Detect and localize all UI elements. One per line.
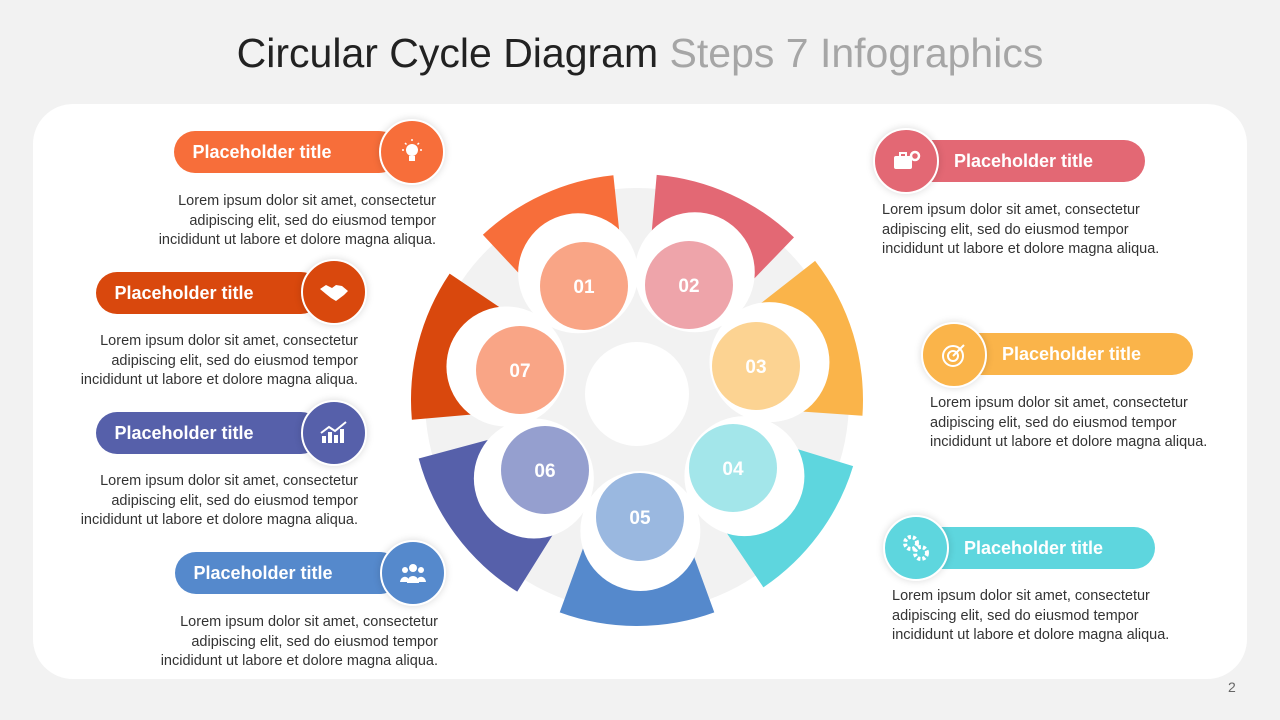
step-number: 07: [509, 361, 530, 382]
diagram-center: [585, 342, 689, 446]
step-title-pill: Placeholder title: [916, 527, 1155, 569]
step-description: Lorem ipsum dolor sit amet, consectetur a…: [38, 332, 358, 391]
description-line: adipiscing elit, sed do eiusmod tempor: [111, 352, 358, 369]
team-icon: [380, 540, 446, 606]
chart-growth-icon: [301, 400, 367, 466]
description-line: adipiscing elit, sed do eiusmod tempor: [189, 212, 436, 229]
step-number: 05: [629, 508, 651, 529]
target-icon: [921, 322, 987, 388]
step-title-pill: Placeholder title: [175, 552, 401, 594]
step-number-badge: [501, 426, 589, 514]
step-number: 06: [534, 461, 555, 482]
description-line: Lorem ipsum dolor sit amet, consectetur: [100, 473, 358, 489]
step-description: Lorem ipsum dolor sit amet, consectetur a…: [892, 587, 1212, 646]
description-line: incididunt ut labore et dolore magna ali…: [80, 372, 358, 388]
step-description: Lorem ipsum dolor sit amet, consectetur a…: [930, 394, 1250, 453]
description-line: adipiscing elit, sed do eiusmod tempor: [111, 492, 358, 509]
description-line: adipiscing elit, sed do eiusmod tempor: [930, 414, 1177, 431]
title-main: Circular Cycle Diagram: [236, 30, 659, 76]
description-line: incididunt ut labore et dolore magna ali…: [80, 512, 358, 528]
step-title-pill: Placeholder title: [906, 140, 1145, 182]
step-number-badge: [540, 242, 628, 330]
step-description: Lorem ipsum dolor sit amet, consectetur a…: [118, 613, 438, 672]
step-title: Placeholder title: [1002, 344, 1142, 364]
step-number-badge: [645, 241, 733, 329]
step-number: 04: [722, 459, 744, 480]
step-title: Placeholder title: [964, 538, 1104, 558]
description-line: incididunt ut labore et dolore magna ali…: [160, 653, 438, 669]
step-number-badge: [476, 326, 564, 414]
description-line: Lorem ipsum dolor sit amet, consectetur: [100, 333, 358, 349]
step-title: Placeholder title: [114, 283, 254, 303]
step-number-badge: [712, 322, 800, 410]
description-line: adipiscing elit, sed do eiusmod tempor: [882, 221, 1129, 238]
step-number: 02: [678, 276, 699, 297]
step-title: Placeholder title: [114, 423, 254, 443]
description-line: incididunt ut labore et dolore magna ali…: [158, 232, 436, 248]
description-line: Lorem ipsum dolor sit amet, consectetur: [178, 193, 436, 209]
briefcase-gear-icon: [873, 128, 939, 194]
step-number-badge: [689, 424, 777, 512]
step-number-badge: [596, 473, 684, 561]
description-line: incididunt ut labore et dolore magna ali…: [892, 627, 1170, 643]
description-line: incididunt ut labore et dolore magna ali…: [930, 434, 1208, 450]
description-line: incididunt ut labore et dolore magna ali…: [882, 241, 1160, 257]
step-number: 01: [573, 277, 595, 298]
step-title: Placeholder title: [192, 142, 332, 162]
step-description: Lorem ipsum dolor sit amet, consectetur a…: [116, 192, 436, 251]
title-sub: Steps 7 Infographics: [669, 30, 1044, 76]
step-title-pill: Placeholder title: [96, 272, 322, 314]
lightbulb-icon: [379, 119, 445, 185]
description-line: adipiscing elit, sed do eiusmod tempor: [892, 607, 1139, 624]
page-number: 2: [1228, 679, 1236, 695]
gears-icon: [883, 515, 949, 581]
description-line: Lorem ipsum dolor sit amet, consectetur: [882, 202, 1140, 218]
slide-title: Circular Cycle Diagram Steps 7 Infograph…: [0, 30, 1280, 77]
handshake-icon: [301, 259, 367, 325]
step-title: Placeholder title: [193, 563, 333, 583]
step-description: Lorem ipsum dolor sit amet, consectetur a…: [882, 201, 1202, 260]
description-line: Lorem ipsum dolor sit amet, consectetur: [892, 588, 1150, 604]
description-line: Lorem ipsum dolor sit amet, consectetur: [930, 395, 1188, 411]
step-title-pill: Placeholder title: [954, 333, 1193, 375]
step-title-pill: Placeholder title: [96, 412, 322, 454]
step-description: Lorem ipsum dolor sit amet, consectetur a…: [38, 472, 358, 531]
step-number: 03: [745, 357, 766, 378]
step-title-pill: Placeholder title: [174, 131, 400, 173]
step-title: Placeholder title: [954, 151, 1094, 171]
description-line: adipiscing elit, sed do eiusmod tempor: [191, 633, 438, 650]
description-line: Lorem ipsum dolor sit amet, consectetur: [180, 614, 438, 630]
